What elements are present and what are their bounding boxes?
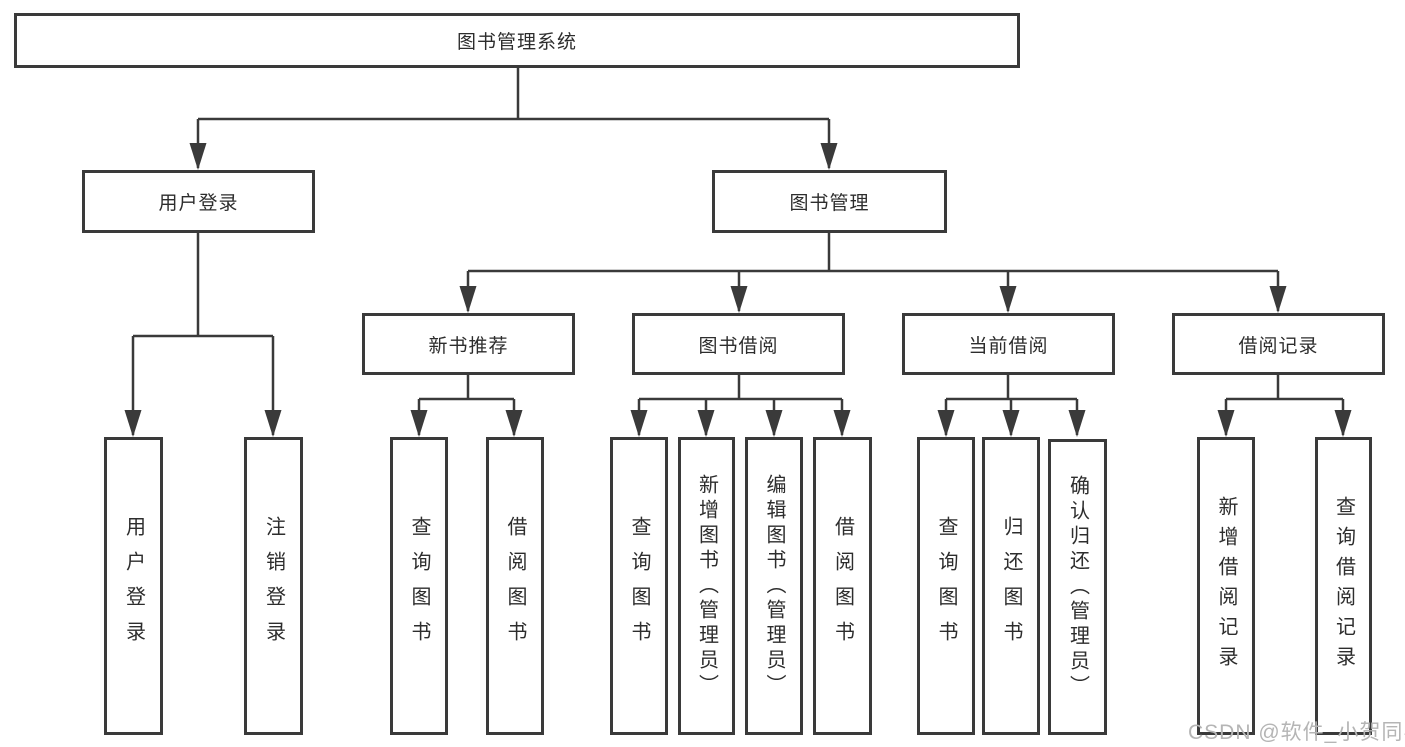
connector-current-borrowing-branch: [944, 375, 1079, 435]
leaf-user-login: 用户登录: [104, 437, 163, 735]
leaf-query-books-recommend: 查询图书: [390, 437, 448, 735]
leaf-query-books-borrowing: 查询图书: [610, 437, 668, 735]
connector-root-to-level2: [196, 68, 831, 168]
node-user-login: 用户登录: [82, 170, 315, 233]
leaf-query-borrow-record: 查询借阅记录: [1315, 437, 1372, 735]
leaf-return-books: 归还图书: [982, 437, 1040, 735]
csdn-watermark: CSDN @软件_小贺同学: [1188, 721, 1405, 744]
node-book-borrowing: 图书借阅: [632, 313, 845, 375]
connector-new-book-branch: [417, 375, 516, 435]
node-root: 图书管理系统: [14, 13, 1020, 68]
node-current-borrowing: 当前借阅: [902, 313, 1115, 375]
connector-borrow-records-branch: [1224, 375, 1345, 435]
node-book-management: 图书管理: [712, 170, 947, 233]
node-borrow-records: 借阅记录: [1172, 313, 1385, 375]
connector-user-login-branch: [131, 233, 275, 435]
leaf-edit-books-admin: 编辑图书（管理员）: [745, 437, 803, 735]
node-new-book-recommend: 新书推荐: [362, 313, 575, 375]
leaf-confirm-return-admin: 确认归还（管理员）: [1048, 439, 1107, 735]
leaf-logout: 注销登录: [244, 437, 303, 735]
leaf-add-books-admin: 新增图书（管理员）: [678, 437, 735, 735]
leaf-add-borrow-record: 新增借阅记录: [1197, 437, 1255, 735]
leaf-query-books-current: 查询图书: [917, 437, 975, 735]
leaf-borrow-books-borrowing: 借阅图书: [813, 437, 872, 735]
connector-book-borrowing-branch: [637, 375, 844, 435]
connector-book-management-branch: [466, 233, 1280, 311]
leaf-borrow-books-recommend: 借阅图书: [486, 437, 544, 735]
